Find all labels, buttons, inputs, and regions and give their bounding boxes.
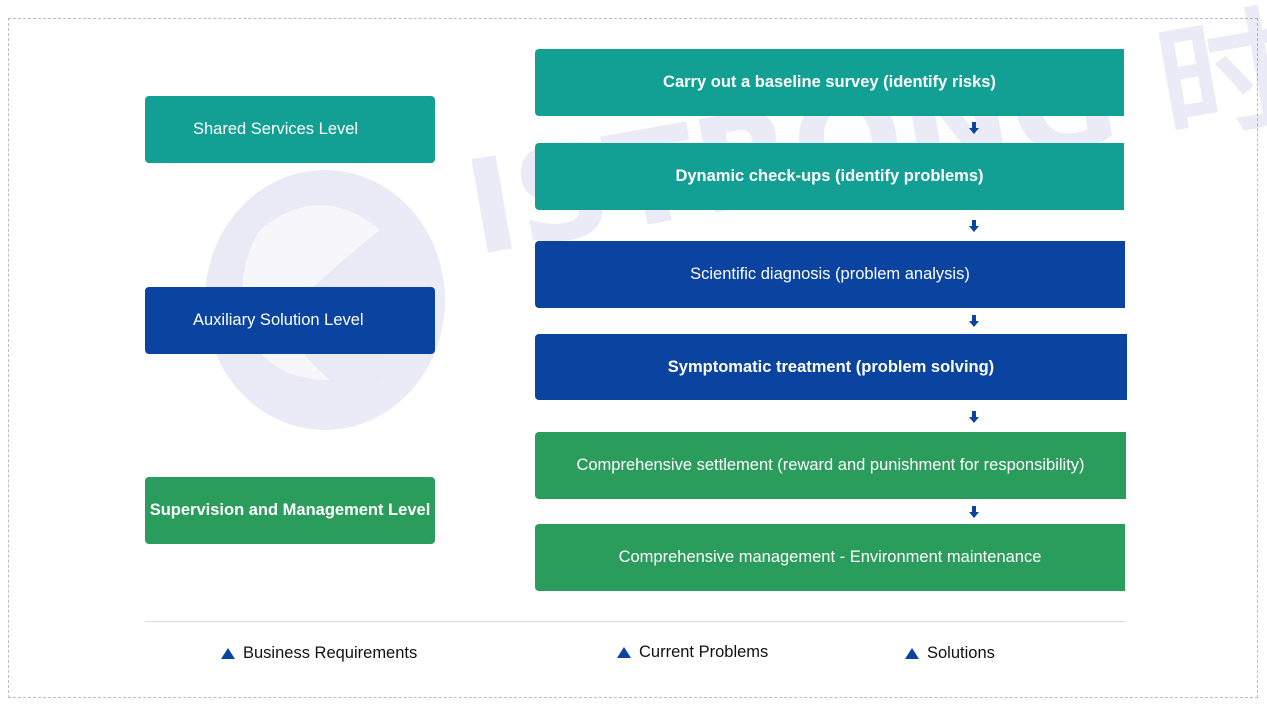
step-baseline-survey: Carry out a baseline survey (identify ri… bbox=[535, 49, 1124, 116]
step-symptomatic-treatment: Symptomatic treatment (problem solving) bbox=[535, 334, 1127, 400]
step-comprehensive-settlement: Comprehensive settlement (reward and pun… bbox=[535, 432, 1126, 499]
legend-label: Business Requirements bbox=[243, 644, 418, 662]
legend-label: Current Problems bbox=[639, 643, 769, 661]
triangle-icon bbox=[617, 647, 631, 658]
level-label: Supervision and Management Level bbox=[149, 501, 431, 519]
arrow-down-icon bbox=[969, 220, 979, 232]
arrow-down-icon bbox=[969, 122, 979, 134]
step-label: Comprehensive settlement (reward and pun… bbox=[576, 456, 1085, 474]
step-label: Carry out a baseline survey (identify ri… bbox=[663, 73, 996, 91]
level-label: Shared Services Level bbox=[193, 120, 359, 138]
triangle-icon bbox=[905, 648, 919, 659]
level-supervision-management: Supervision and Management Level bbox=[145, 477, 435, 544]
arrow-down-icon bbox=[969, 315, 979, 327]
step-label: Symptomatic treatment (problem solving) bbox=[667, 357, 995, 376]
level-label: Auxiliary Solution Level bbox=[193, 311, 364, 329]
level-auxiliary-solution: Auxiliary Solution Level bbox=[145, 287, 435, 354]
diagram-frame bbox=[8, 18, 1258, 698]
step-label: Scientific diagnosis (problem analysis) bbox=[690, 265, 970, 283]
arrow-down-icon bbox=[969, 411, 979, 423]
legend-business-requirements: Business Requirements bbox=[221, 644, 417, 663]
step-scientific-diagnosis: Scientific diagnosis (problem analysis) bbox=[535, 241, 1125, 308]
step-label: Comprehensive management - Environment m… bbox=[618, 548, 1042, 566]
step-label: Dynamic check-ups (identify problems) bbox=[675, 167, 984, 185]
legend-current-problems: Current Problems bbox=[617, 643, 768, 662]
legend-label: Solutions bbox=[927, 644, 995, 662]
arrow-down-icon bbox=[969, 506, 979, 518]
step-comprehensive-management: Comprehensive management - Environment m… bbox=[535, 524, 1125, 591]
step-dynamic-check-ups: Dynamic check-ups (identify problems) bbox=[535, 143, 1124, 210]
legend-solutions: Solutions bbox=[905, 644, 995, 663]
legend-divider bbox=[145, 621, 1125, 622]
triangle-icon bbox=[221, 648, 235, 659]
level-shared-services: Shared Services Level bbox=[145, 96, 435, 163]
